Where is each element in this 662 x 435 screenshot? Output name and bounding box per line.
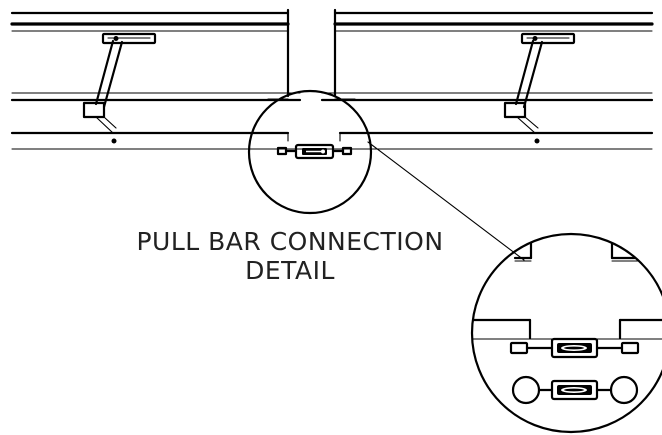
detail-callout-circle [247,89,373,215]
magnified-detail [472,234,662,405]
detail-leader-line [367,141,525,261]
magnified-detail-circle [470,232,662,434]
left-hinge-bracket [82,32,157,144]
right-hinge-bracket [503,32,576,144]
right-panel [320,8,654,102]
left-panel [10,8,302,102]
detail-label-line2: DETAIL [245,256,335,285]
pull-bar-small [276,143,353,160]
detail-label-line1: PULL BAR CONNECTION [136,227,443,256]
